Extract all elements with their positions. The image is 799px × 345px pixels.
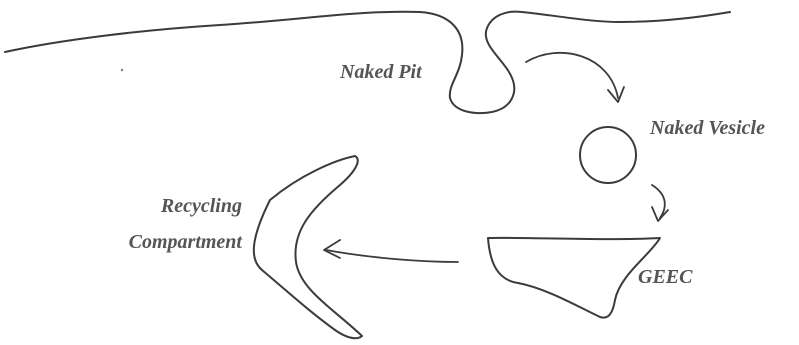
naked-pit-label: Naked Pit [340, 62, 422, 82]
recycling-label-line1: Recycling [140, 196, 242, 216]
arrowhead-vesicle-to-geec [652, 207, 668, 221]
arrow-pit-to-vesicle [526, 53, 618, 98]
recycling-compartment-shape [254, 156, 362, 338]
arrowhead-geec-to-recycling [324, 240, 340, 258]
naked-vesicle-shape [580, 127, 636, 183]
recycling-label-line2: Compartment [110, 232, 242, 252]
geec-shape [488, 238, 660, 318]
arrow-geec-to-recycling [326, 250, 458, 262]
naked-vesicle-label: Naked Vesicle [650, 118, 765, 138]
speck-mark [121, 69, 123, 71]
geec-label: GEEC [638, 267, 692, 287]
